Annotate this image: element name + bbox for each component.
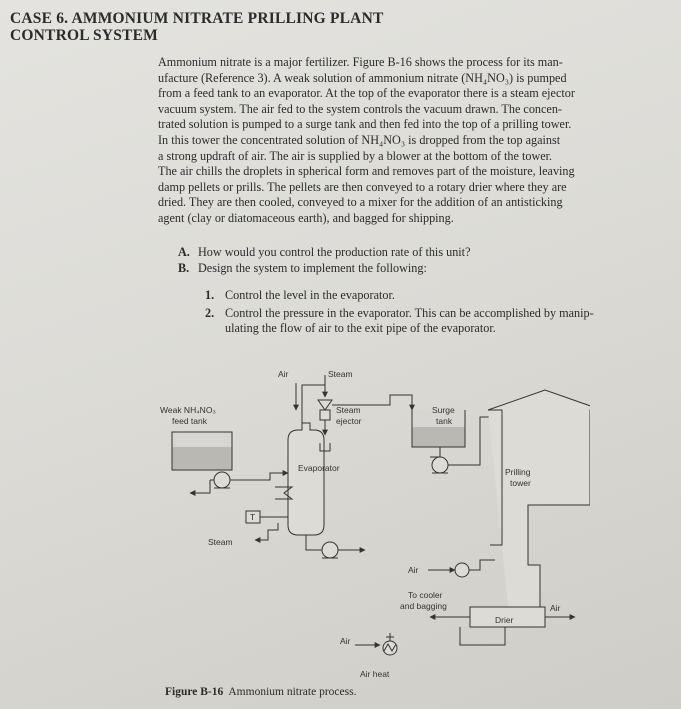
body-line: damp pellets or prills. The pellets are … xyxy=(158,179,567,194)
label-cooler: To cooler xyxy=(408,590,443,600)
question-text: How would you control the production rat… xyxy=(198,245,471,259)
label-surge-tank: tank xyxy=(436,416,453,426)
question-list: A. How would you control the production … xyxy=(178,245,658,276)
question-b: B. Design the system to implement the fo… xyxy=(178,261,658,277)
prilling-tower xyxy=(487,389,590,626)
subquestion-list: 1. Control the level in the evaporator. … xyxy=(205,288,655,337)
label-air-right: Air xyxy=(550,603,561,613)
case-description: Ammonium nitrate is a major fertilizer. … xyxy=(158,55,652,227)
subquestion-label: 2. xyxy=(205,305,215,320)
feed-tank-liquid xyxy=(172,447,232,470)
subquestion-label: 1. xyxy=(205,288,215,302)
steam-ejector xyxy=(317,399,333,411)
question-text: Design the system to implement the follo… xyxy=(198,260,427,275)
figure-caption: Figure B-16 Ammonium nitrate process. xyxy=(165,686,356,698)
label-steam-left: Steam xyxy=(208,537,233,547)
label-prilling-tower: tower xyxy=(510,478,531,488)
label-air-blower: Air xyxy=(408,565,419,575)
body-line: ufacture (Reference 3). A weak solution … xyxy=(158,70,567,85)
body-line: In this tower the concentrated solution … xyxy=(158,132,561,147)
body-line: agent (clay or diatomaceous earth), and … xyxy=(158,210,454,225)
label-air-heat: Air heat xyxy=(360,669,390,679)
process-diagram: Air Steam Weak NH₄NO₃ feed tank Steam ej… xyxy=(160,369,590,679)
caption-text: Ammonium nitrate process. xyxy=(228,686,357,698)
case-subtitle: CONTROL SYSTEM xyxy=(10,27,158,44)
label-air-top: Air xyxy=(278,369,289,379)
question-label: B. xyxy=(178,260,190,275)
label-steam-ejector: Steam xyxy=(336,405,361,415)
body-line: vacuum system. The air fed to the system… xyxy=(158,101,562,116)
evaporator-vessel xyxy=(287,422,325,536)
label-cooler: and bagging xyxy=(400,601,447,611)
subquestion-2: 2. Control the pressure in the evaporato… xyxy=(205,306,655,337)
body-line: The air chills the droplets in spherical… xyxy=(158,164,575,179)
body-line: dried. They are then cooled, conveyed to… xyxy=(158,195,563,210)
body-line: Ammonium nitrate is a major fertilizer. … xyxy=(158,55,563,69)
label-evaporator: Evaporator xyxy=(298,463,340,473)
feed-pump-icon xyxy=(213,471,231,489)
subquestion-line: Control the pressure in the evaporator. … xyxy=(225,305,594,320)
label-steam-top: Steam xyxy=(328,369,353,379)
subquestion-text: Control the level in the evaporator. xyxy=(225,288,395,302)
subquestion-line: ulating the flow of air to the exit pipe… xyxy=(225,321,496,336)
label-surge-tank: Surge xyxy=(432,405,455,415)
body-line: from a feed tank to an evaporator. At th… xyxy=(158,86,575,101)
label-feed-tank: Weak NH₄NO₃ xyxy=(160,405,216,415)
evaporator-pump-icon xyxy=(321,541,339,559)
surge-pump-icon xyxy=(431,456,449,474)
caption-label: Figure B-16 xyxy=(165,686,224,698)
question-a: A. How would you control the production … xyxy=(178,245,658,261)
label-air-heat-in: Air xyxy=(340,636,351,646)
label-prilling-tower: Prilling xyxy=(505,467,531,477)
case-heading: CASE 6. AMMONIUM NITRATE PRILLING PLANT … xyxy=(10,10,384,44)
blower-icon xyxy=(454,562,470,578)
label-drier: Drier xyxy=(495,615,514,625)
body-line: a strong updraft of air. The air is supp… xyxy=(158,148,553,163)
label-feed-tank: feed tank xyxy=(172,416,208,426)
case-title: CASE 6. AMMONIUM NITRATE PRILLING PLANT xyxy=(10,10,384,27)
body-line: trated solution is pumped to a surge tan… xyxy=(158,117,572,132)
label-steam-ejector: ejector xyxy=(336,416,362,426)
question-label: A. xyxy=(178,245,190,259)
subquestion-1: 1. Control the level in the evaporator. xyxy=(205,288,655,304)
label-temperature: T xyxy=(250,512,255,522)
subquestion-text: Control the pressure in the evaporator. … xyxy=(225,306,594,337)
